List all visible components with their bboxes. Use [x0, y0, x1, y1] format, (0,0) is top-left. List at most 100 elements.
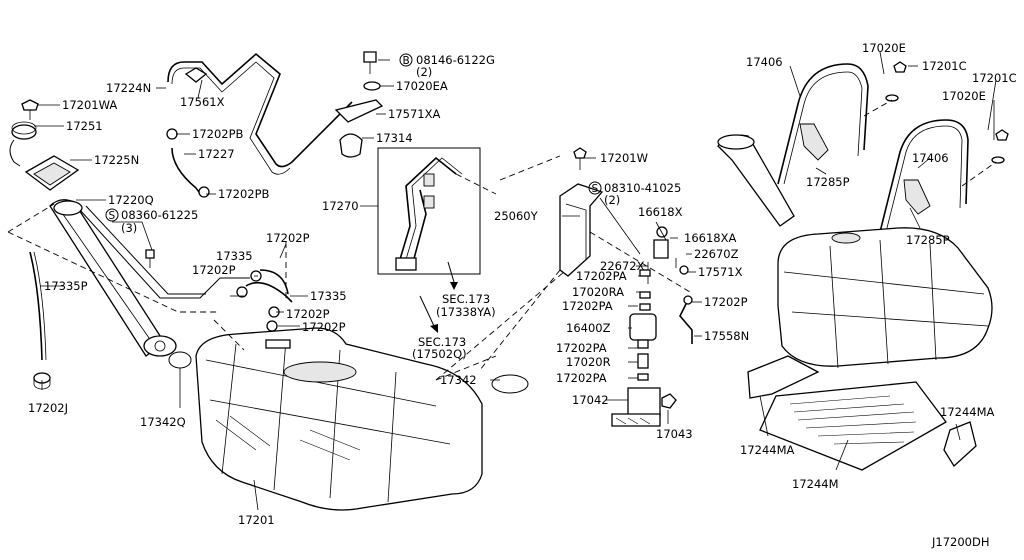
label-17201w: 17201W — [600, 151, 648, 165]
label-17201c-a: 17201C — [922, 59, 967, 73]
label-sec173-b: SEC.173 — [418, 335, 466, 349]
callout-s-a-letter: S — [109, 210, 116, 222]
label-17571xa: 17571XA — [388, 107, 440, 121]
label-17020ra: 17020RA — [572, 285, 624, 299]
fuel-tank-17201 — [195, 242, 565, 511]
label-17202pa-d: 17202PA — [556, 371, 607, 385]
label-17202pa-c: 17202PA — [556, 341, 607, 355]
heat-shield-right-shape — [943, 421, 977, 468]
label-17224n: 17224N — [106, 81, 151, 95]
label-17342: 17342 — [440, 373, 477, 387]
tank-body-shape — [195, 327, 483, 511]
bracket-17571xa-shape — [334, 99, 384, 123]
label-17558n: 17558N — [704, 329, 749, 343]
heat-shield-main-shape — [759, 381, 947, 471]
o-ring-17342-shape — [491, 374, 529, 394]
label-sec173-b-ref: (17502Q) — [412, 347, 467, 361]
label-16618x: 16618X — [638, 205, 683, 219]
label-25060y: 25060Y — [494, 209, 539, 223]
label-22670z: 22670Z — [694, 247, 739, 261]
label-17201wa: 17201WA — [62, 98, 117, 112]
tube-assembly-17270 — [377, 147, 497, 333]
tank-body-right-shape — [777, 227, 993, 367]
label-17251: 17251 — [66, 119, 103, 133]
label-sec173-a: SEC.173 — [442, 292, 490, 306]
strap-17406-a-shape — [777, 63, 869, 185]
clip-17561x-shape — [184, 67, 208, 83]
label-17202p-e: 17202P — [704, 295, 748, 309]
strap-17406-b-shape — [879, 119, 969, 233]
label-17406-a: 17406 — [746, 55, 783, 69]
label-17270: 17270 — [322, 199, 359, 213]
pump-assembly — [479, 147, 693, 427]
vent-pipe-assembly — [166, 51, 384, 198]
label-22672x: 22672X — [600, 259, 645, 273]
fuel-pump-shape — [627, 387, 661, 417]
label-17202pa-b: 17202PA — [562, 299, 613, 313]
screw-17201wa-shape — [21, 99, 39, 111]
callout-b-letter: B — [403, 55, 410, 67]
label-17202pa-a: 17202PA — [576, 269, 627, 283]
label-17042: 17042 — [572, 393, 609, 407]
fuel-filter-shape — [629, 313, 657, 341]
label-08360: 08360-61225 — [121, 208, 198, 222]
label-08310-qty: (2) — [604, 193, 620, 207]
heat-shield-left-shape — [747, 355, 820, 399]
label-08146: 08146-6122G — [416, 53, 495, 67]
label-17201: 17201 — [238, 513, 275, 527]
label-17202pb-b: 17202PB — [218, 187, 270, 201]
tube-box-frame — [377, 147, 481, 275]
hose-17558n-shape — [679, 303, 693, 344]
label-17227: 17227 — [198, 147, 235, 161]
label-17314: 17314 — [376, 131, 413, 145]
label-sec173-a-ref: (17338YA) — [436, 305, 496, 319]
sec-arrow-b — [419, 295, 435, 327]
vent-pipe-shape — [167, 52, 353, 168]
label-17220q: 17220Q — [108, 193, 154, 207]
label-17020e-a: 17020E — [862, 41, 906, 55]
label-08146-qty: (2) — [416, 65, 432, 79]
right-tank-assembly — [717, 61, 1009, 471]
label-16400z: 16400Z — [566, 321, 611, 335]
label-17342q: 17342Q — [140, 415, 186, 429]
label-17244m: 17244M — [792, 477, 839, 491]
label-17202p-d: 17202P — [302, 320, 346, 334]
label-17244ma-a: 17244MA — [740, 443, 795, 457]
hose-17227-shape — [171, 147, 203, 197]
label-17406-b: 17406 — [912, 151, 949, 165]
label-17020ea: 17020EA — [396, 79, 448, 93]
label-16618xa: 16618XA — [684, 231, 736, 245]
label-17020e-b: 17020E — [942, 89, 986, 103]
label-17335-a: 17335 — [216, 249, 253, 263]
label-17335-b: 17335 — [310, 289, 347, 303]
label-17335p: 17335P — [44, 279, 88, 293]
label-17225n: 17225N — [94, 153, 139, 167]
hose-17335-group — [236, 269, 293, 332]
sec-arrow-a — [447, 261, 455, 283]
label-17020r: 17020R — [566, 355, 611, 369]
o-ring-17342q-shape — [168, 351, 192, 369]
part-labels: 17201WA 17251 17225N 17220Q 08360-61225 … — [28, 41, 1017, 549]
filler-assembly — [7, 99, 250, 390]
label-17561x: 17561X — [180, 95, 225, 109]
label-17202p-b: 17202P — [192, 263, 236, 277]
label-17202pb-a: 17202PB — [192, 127, 244, 141]
callouts: B S S — [105, 53, 602, 222]
label-17202j: 17202J — [28, 401, 68, 415]
label-17202p-c: 17202P — [286, 307, 330, 321]
label-08360-qty: (3) — [121, 221, 137, 235]
label-17202p-a: 17202P — [266, 231, 310, 245]
label-17043: 17043 — [656, 427, 693, 441]
label-17285p-a: 17285P — [806, 175, 850, 189]
label-08310: 08310-41025 — [604, 181, 681, 195]
grommet-17314-shape — [339, 133, 363, 158]
label-17201c-b: 17201C — [972, 71, 1017, 85]
label-17244ma-b: 17244MA — [940, 405, 995, 419]
callout-s-a-circle — [105, 208, 119, 222]
bracket-25060y-shape — [559, 183, 604, 277]
callout-s-b-circle — [588, 181, 602, 195]
callout-s-b-letter: S — [592, 183, 599, 195]
label-17571x: 17571X — [698, 265, 743, 279]
